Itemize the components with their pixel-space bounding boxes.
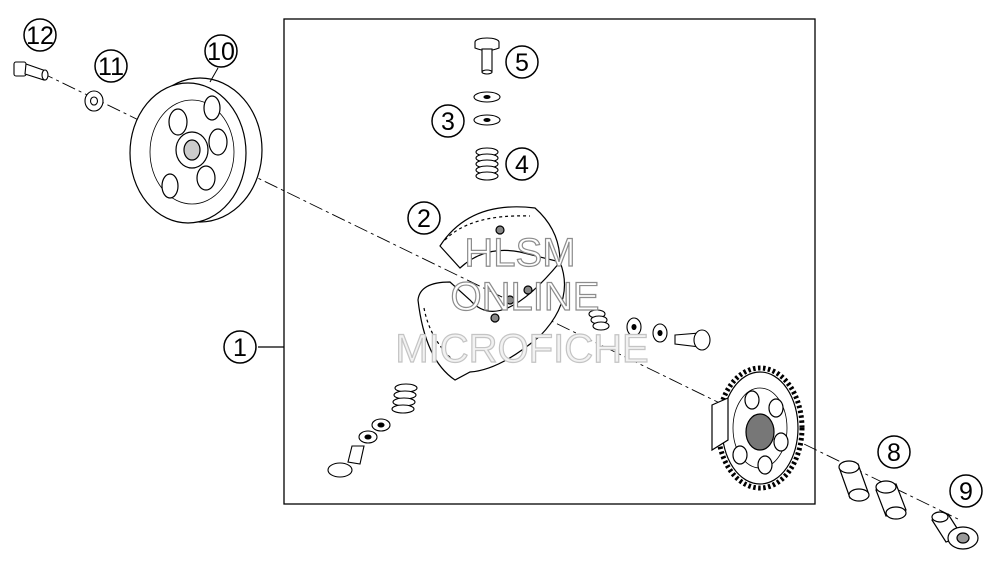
callout-2: 2: [407, 201, 441, 235]
callout-5: 5: [505, 45, 539, 79]
svg-text:10: 10: [207, 38, 235, 66]
svg-text:9: 9: [959, 478, 973, 506]
clutch-carrier-gear: [711, 365, 805, 491]
clutch-drum-10: [129, 77, 263, 224]
bolt-5: [474, 37, 500, 75]
callout-1: 1: [223, 330, 257, 364]
svg-text:2: 2: [417, 205, 431, 233]
svg-text:12: 12: [26, 22, 54, 50]
watermark: HLSM ONLINE MICROFICHE: [395, 230, 650, 371]
svg-text:HLSM: HLSM: [464, 231, 575, 275]
washers-left: [358, 418, 391, 444]
svg-text:11: 11: [98, 53, 124, 81]
washers-right: [626, 317, 668, 343]
shoe-spring-left: [391, 383, 418, 414]
spring-4: [475, 147, 499, 181]
callout-9: 9: [949, 474, 983, 508]
svg-text:MICROFICHE: MICROFICHE: [395, 327, 648, 371]
callout-8: 8: [877, 435, 911, 469]
bushing-9: [931, 511, 979, 550]
bolt-left: [327, 445, 365, 478]
bushings-8: [838, 460, 907, 520]
svg-text:8: 8: [887, 439, 901, 467]
shoe-spring-right: [588, 309, 610, 331]
svg-text:5: 5: [515, 49, 529, 77]
clutch-shoes-2: [417, 206, 566, 381]
svg-text:1: 1: [233, 334, 247, 362]
callout-10: 10: [204, 34, 238, 68]
washers-3: [473, 91, 501, 126]
callout-11: 11: [94, 49, 128, 83]
assembly-frame: [283, 18, 816, 505]
bolt-right: [674, 329, 711, 351]
svg-text:3: 3: [441, 108, 455, 136]
washer-11: [84, 90, 104, 112]
callout-3: 3: [431, 104, 465, 138]
leader-10: [209, 67, 219, 83]
svg-text:4: 4: [515, 151, 529, 179]
callout-12: 12: [23, 18, 57, 52]
bolt-12: [13, 61, 49, 81]
svg-text:ONLINE: ONLINE: [451, 275, 600, 319]
callout-4: 4: [505, 147, 539, 181]
